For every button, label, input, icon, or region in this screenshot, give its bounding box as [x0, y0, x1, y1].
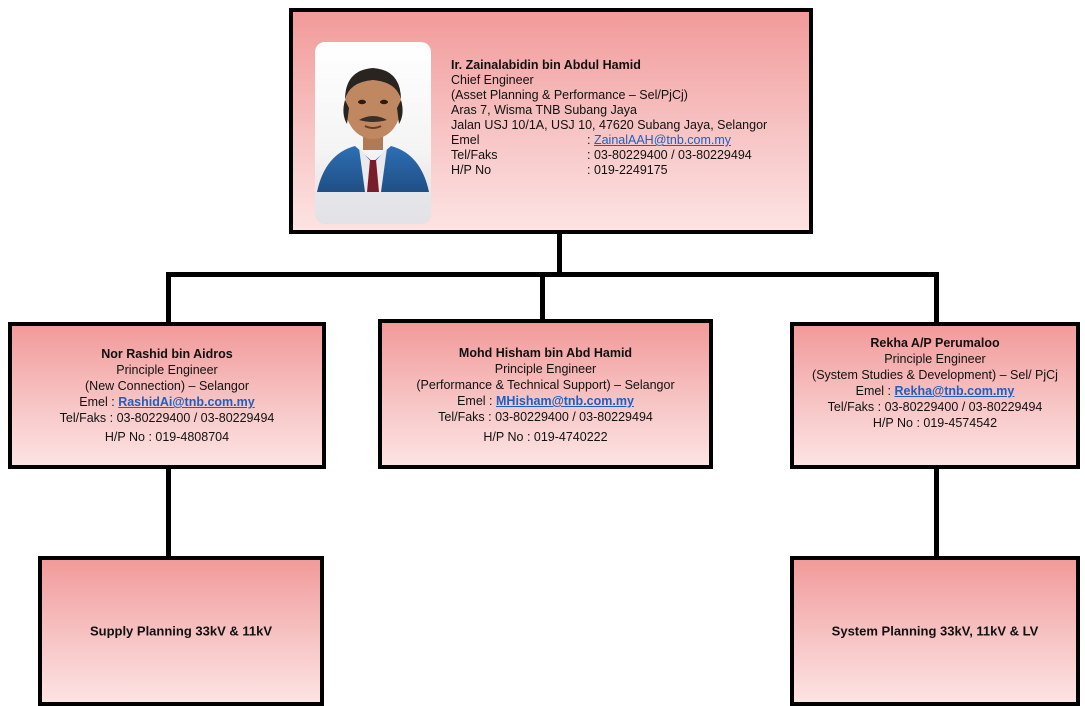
chief-tel-label: Tel/Faks	[451, 148, 498, 162]
chief-photo	[315, 42, 431, 224]
engineer-title: Principle Engineer	[494, 362, 597, 376]
chief-info: Ir. Zainalabidin bin Abdul Hamid Chief E…	[451, 58, 811, 178]
engineer-name: Nor Rashid bin Aidros	[101, 347, 233, 361]
engineer-tel: Tel/Faks : 03-80229400 / 03-80229494	[59, 411, 275, 425]
engineer-email-label: Emel :	[457, 394, 496, 408]
engineer-email-label: Emel :	[855, 384, 895, 398]
engineer-email-link[interactable]: RashidAi@tnb.com.my	[118, 395, 255, 409]
engineer-hp: H/P No : 019-4574542	[872, 416, 998, 430]
connector-middle-down	[540, 272, 545, 322]
engineer-hp: H/P No : 019-4740222	[483, 430, 608, 444]
connector-right-down	[934, 272, 939, 325]
unit-box-system-planning: System Planning 33kV, 11kV & LV	[790, 556, 1080, 706]
engineer-tel: Tel/Faks : 03-80229400 / 03-80229494	[438, 410, 653, 424]
engineer-department: (New Connection) – Selangor	[85, 379, 249, 393]
engineer-email-row: Emel : MHisham@tnb.com.my	[382, 393, 709, 409]
engineer-email-row: Emel : Rekha@tnb.com.my	[794, 383, 1076, 399]
engineer-box-hisham: Mohd Hisham bin Abd Hamid Principle Engi…	[378, 319, 713, 469]
engineer-box-rashid: Nor Rashid bin Aidros Principle Engineer…	[8, 322, 326, 469]
unit-label: System Planning 33kV, 11kV & LV	[831, 623, 1039, 639]
connector-horizontal-bar	[166, 272, 939, 277]
engineer-email-label: Emel :	[79, 395, 119, 409]
chief-hp-label: H/P No	[451, 163, 492, 177]
unit-label: Supply Planning 33kV & 11kV	[89, 623, 273, 639]
engineer-title: Principle Engineer	[116, 363, 218, 377]
connector-chief-down	[557, 232, 562, 274]
chief-email-sep: :	[587, 133, 594, 147]
engineer-name: Rekha A/P Perumaloo	[870, 336, 1000, 350]
engineer-email-row: Emel : RashidAi@tnb.com.my	[12, 394, 322, 410]
chief-email-row: Emel : ZainalAAH@tnb.com.my	[451, 133, 811, 148]
engineer-title: Principle Engineer	[884, 352, 986, 366]
chief-title: Chief Engineer	[451, 73, 534, 87]
chief-address-line2: Jalan USJ 10/1A, USJ 10, 47620 Subang Ja…	[451, 118, 768, 132]
connector-right-to-unit	[934, 466, 939, 559]
engineer-hp: H/P No : 019-4808704	[104, 430, 230, 444]
engineer-email-link[interactable]: MHisham@tnb.com.my	[496, 394, 634, 408]
chief-email-label: Emel	[451, 133, 480, 147]
engineer-tel: Tel/Faks : 03-80229400 / 03-80229494	[827, 400, 1043, 414]
chief-hp-row: H/P No : 019-2249175	[451, 163, 811, 178]
engineer-name: Mohd Hisham bin Abd Hamid	[458, 346, 633, 360]
portrait-image	[315, 68, 431, 224]
connector-left-to-unit	[166, 466, 171, 559]
chief-address-line1: Aras 7, Wisma TNB Subang Jaya	[451, 103, 637, 117]
connector-left-down	[166, 272, 171, 325]
engineer-box-rekha: Rekha A/P Perumaloo Principle Engineer (…	[790, 322, 1080, 469]
engineer-department: (System Studies & Development) – Sel/ Pj…	[812, 368, 1058, 382]
engineer-email-link[interactable]: Rekha@tnb.com.my	[894, 384, 1015, 398]
chief-hp-value: : 019-2249175	[587, 163, 668, 177]
unit-box-supply-planning: Supply Planning 33kV & 11kV	[38, 556, 324, 706]
chief-email-link[interactable]: ZainalAAH@tnb.com.my	[593, 133, 731, 147]
chief-department: (Asset Planning & Performance – Sel/PjCj…	[451, 88, 688, 102]
chief-name: Ir. Zainalabidin bin Abdul Hamid	[451, 58, 641, 72]
chief-tel-row: Tel/Faks : 03-80229400 / 03-80229494	[451, 148, 811, 163]
chief-tel-value: : 03-80229400 / 03-80229494	[587, 148, 752, 162]
engineer-department: (Performance & Technical Support) – Sela…	[416, 378, 675, 392]
chief-engineer-box: Ir. Zainalabidin bin Abdul Hamid Chief E…	[289, 8, 813, 234]
